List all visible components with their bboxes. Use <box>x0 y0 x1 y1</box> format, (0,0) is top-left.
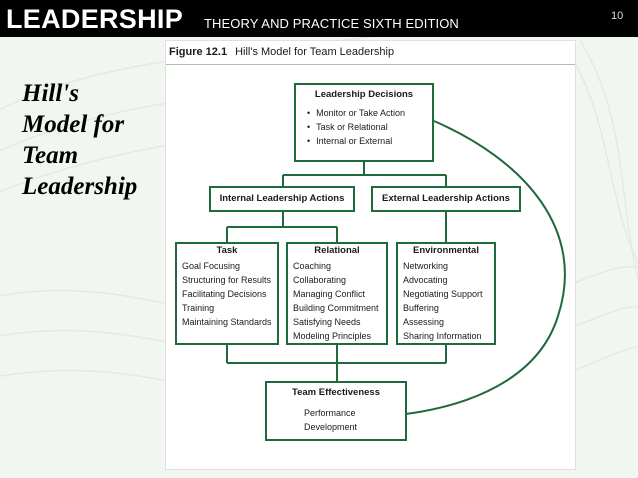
slide-number: 10 <box>611 10 624 22</box>
relational-box: Relational Coaching Collaborating Managi… <box>286 242 388 345</box>
list-item: Task or Relational <box>307 120 432 134</box>
list-item: Buffering <box>403 303 439 313</box>
slide-title-line: Team <box>22 142 79 169</box>
list-item: Managing Conflict <box>293 289 366 299</box>
list-item: Networking <box>403 261 449 271</box>
box-title: External Leadership Actions <box>382 193 510 204</box>
feedback-curve <box>405 120 566 415</box>
slide-title-line: Leadership <box>22 173 138 200</box>
leadership-decisions-box: Leadership Decisions Monitor or Take Act… <box>294 83 434 162</box>
external-actions-box: External Leadership Actions <box>371 186 521 212</box>
task-box: Task Goal Focusing Structuring for Resul… <box>175 242 279 345</box>
caption-divider <box>166 64 575 65</box>
slide-title: Hill's Model for Team Leadership <box>22 78 162 202</box>
list-item: Advocating <box>403 275 448 285</box>
brand-title: LEADERSHIP <box>6 4 184 34</box>
book-subtitle: THEORY AND PRACTICE SIXTH EDITION <box>204 16 459 31</box>
list-item: Structuring for Results <box>182 275 272 285</box>
list-item: Performance <box>304 408 356 418</box>
list-item: Sharing Information <box>403 331 482 341</box>
team-effectiveness-box: Team Effectiveness Performance Developme… <box>265 381 407 441</box>
list-item: Maintaining Standards <box>182 317 272 327</box>
box-title: Leadership Decisions <box>314 89 414 100</box>
list-item: Collaborating <box>293 275 347 285</box>
slide-header-bar: LEADERSHIP THEORY AND PRACTICE SIXTH EDI… <box>0 0 638 37</box>
figure-caption-text: Hill's Model for Team Leadership <box>235 46 395 58</box>
list-item: Monitor or Take Action <box>307 106 432 120</box>
box-title: Relational <box>314 245 360 256</box>
list-item: Coaching <box>293 261 332 271</box>
list-item: Assessing <box>403 317 445 327</box>
box-title: Internal Leadership Actions <box>219 193 345 204</box>
internal-actions-box: Internal Leadership Actions <box>209 186 355 212</box>
box-title: Task <box>216 245 238 256</box>
diagram-connectors <box>226 120 566 415</box>
list-item: Satisfying Needs <box>293 317 361 327</box>
list-item: Internal or External <box>307 134 432 148</box>
slide-title-line: Hill's <box>22 80 79 107</box>
list-item: Modeling Principles <box>293 331 372 341</box>
figure-card: Figure 12.1 Hill's Model for Team Leaders… <box>165 40 576 470</box>
list-item: Training <box>182 303 215 313</box>
box-title: Environmental <box>413 245 479 256</box>
list-item: Development <box>304 422 358 432</box>
list-item: Facilitating Decisions <box>182 289 267 299</box>
list-item: Negotiating Support <box>403 289 483 299</box>
figure-caption: Figure 12.1 Hill's Model for Team Leaders… <box>169 46 394 59</box>
figure-label: Figure 12.1 <box>169 46 228 58</box>
environmental-box: Environmental Networking Advocating Nego… <box>396 242 496 345</box>
slide-title-line: Model for <box>22 111 125 138</box>
box-title: Team Effectiveness <box>291 387 380 398</box>
list-item: Building Commitment <box>293 303 379 313</box>
list-item: Goal Focusing <box>182 261 241 271</box>
